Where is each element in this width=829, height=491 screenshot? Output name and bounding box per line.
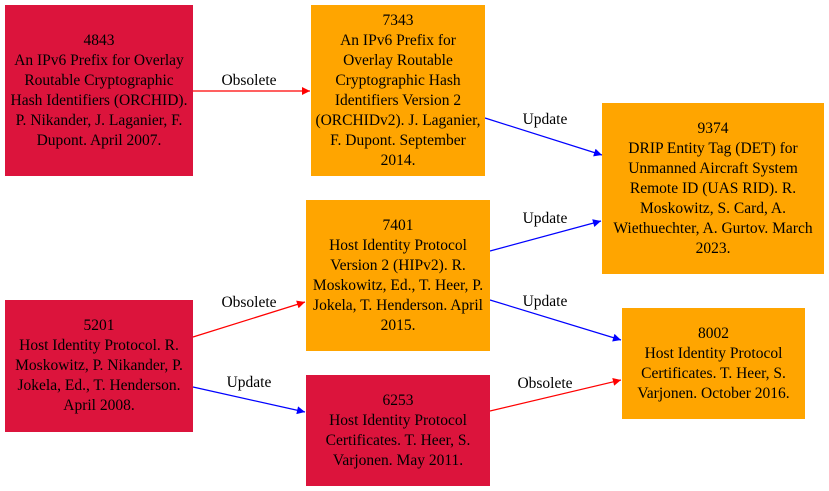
rfc-number: 7401 (382, 216, 414, 234)
edge-label-update: Update (227, 374, 272, 391)
edge-6253-to-8002 (489, 377, 622, 412)
rfc-node-8002[interactable]: 8002 Host Identity Protocol Certificates… (622, 308, 805, 419)
edge-5201-to-6253 (192, 386, 306, 415)
rfc-title: Host Identity Protocol Certificates. T. … (637, 344, 790, 402)
rfc-node-5201[interactable]: 5201 Host Identity Protocol. R. Moskowit… (5, 300, 193, 432)
rfc-number: 4843 (83, 31, 115, 49)
edge-label-obsolete: Obsolete (221, 72, 276, 89)
rfc-title: An IPv6 Prefix for Overlay Routable Cryp… (315, 31, 481, 169)
rfc-node-7343[interactable]: 7343 An IPv6 Prefix for Overlay Routable… (311, 5, 485, 176)
edge-label-update: Update (523, 210, 568, 227)
rfc-number: 5201 (83, 317, 115, 334)
rfc-title: Host Identity Protocol Version 2 (HIPv2)… (312, 236, 484, 334)
edge-7401-to-9374 (489, 219, 602, 252)
rfc-number: 8002 (698, 324, 729, 342)
edge-7343-to-9374 (484, 117, 603, 157)
edge-label-update: Update (523, 111, 568, 128)
edge-7401-to-8002 (489, 299, 622, 342)
edge-5201-to-7401 (192, 300, 306, 338)
rfc-title: Host Identity Protocol. R. Moskowitz, P.… (15, 337, 183, 414)
rfc-node-9374[interactable]: 9374 DRIP Entity Tag (DET) for Unmanned … (602, 103, 824, 274)
rfc-node-6253[interactable]: 6253 Host Identity Protocol Certificates… (306, 375, 490, 486)
rfc-title: Host Identity Protocol Certificates. T. … (325, 411, 471, 469)
rfc-title: DRIP Entity Tag (DET) for Unmanned Aircr… (613, 139, 813, 257)
rfc-node-4843[interactable]: 4843 An IPv6 Prefix for Overlay Routable… (5, 5, 193, 176)
edge-label-obsolete: Obsolete (221, 294, 276, 311)
rfc-number: 9374 (697, 119, 729, 137)
rfc-number: 7343 (382, 11, 414, 29)
edge-label-obsolete: Obsolete (517, 375, 572, 392)
rfc-number: 6253 (382, 391, 414, 409)
rfc-title: An IPv6 Prefix for Overlay Routable Cryp… (10, 51, 188, 149)
edge-label-update: Update (523, 293, 568, 310)
rfc-node-7401[interactable]: 7401 Host Identity Protocol Version 2 (H… (306, 200, 490, 351)
